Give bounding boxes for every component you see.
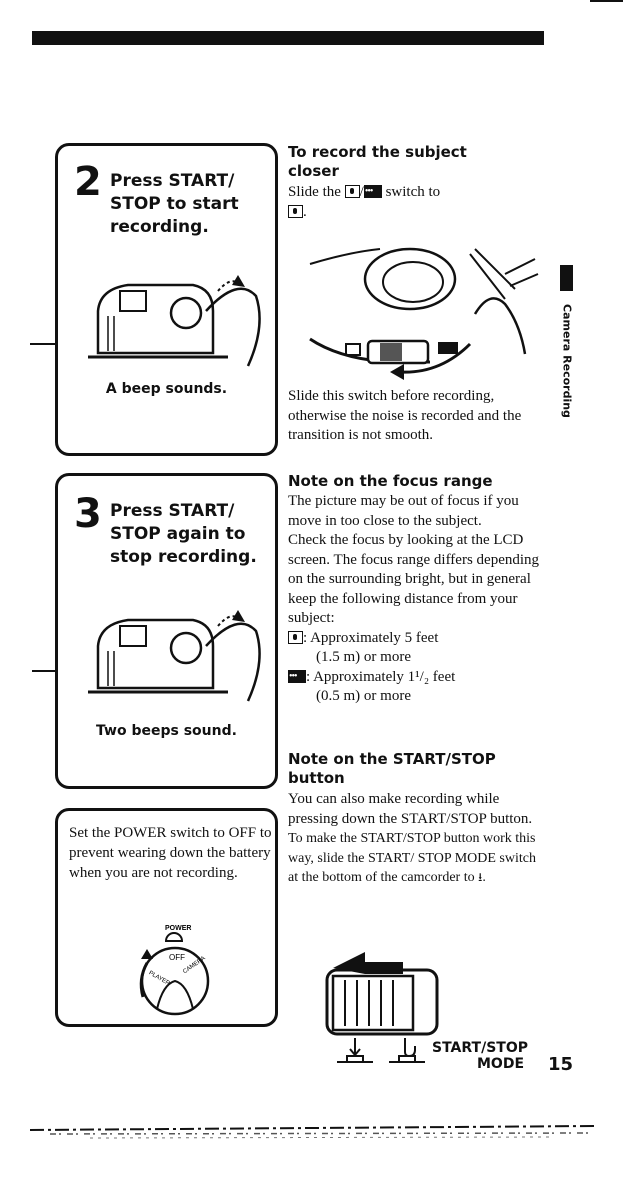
closeup-icon [288, 630, 303, 644]
focus-switch-illustration [309, 247, 539, 380]
focus-item2-b: (0.5 m) or more [316, 688, 411, 704]
closer-section: To record the subject closer Slide the /… [288, 143, 548, 222]
startstop-heading: Note on the START/STOP button [288, 750, 496, 787]
step-caption: A beep sounds. [105, 381, 228, 397]
closer-caption: Slide this switch before recording, othe… [288, 388, 522, 443]
step-number: 3 [74, 491, 102, 537]
closer-text-b: switch to [381, 184, 441, 200]
camcorder-press-illustration [88, 275, 261, 367]
power-note-text: Set the POWER switch to OFF to prevent w… [69, 825, 272, 881]
startstop-mode-switch-illustration [325, 952, 439, 1063]
closer-text-a: Slide the [288, 184, 345, 200]
focus-section: Note on the focus range The picture may … [288, 472, 548, 707]
camcorder-press-again-illustration [88, 610, 261, 702]
closer-heading: To record the subject closer [288, 143, 467, 180]
focus-p1: The picture may be out of focus if you m… [288, 493, 519, 529]
top-corner-rule [590, 0, 623, 2]
group-icon [288, 667, 306, 686]
step-title: Press START/ STOP again to stop recordin… [110, 501, 257, 567]
startstop-section: Note on the START/STOP button You can al… [288, 750, 548, 888]
step-2-box: 2 Press START/ STOP to start recording. … [55, 143, 278, 456]
step-3-box: 3 Press START/ STOP again to stop record… [55, 473, 278, 789]
startstop-p2: To make the START/STOP button work this … [288, 831, 536, 885]
closer-text-sep: / [359, 184, 364, 200]
focus-item-group: : Approximately 1¹/₂ feet (0.5 m) or mor… [288, 667, 548, 707]
closeup-icon [288, 204, 303, 218]
focus-item1-a: Approximately 5 feet [310, 629, 439, 646]
section-label: Camera Recording [558, 296, 575, 426]
page-number: 15 [548, 1054, 574, 1075]
section-label-text: Camera Recording [560, 304, 573, 418]
power-dial-illustration: POWER OFF PLAYER CAMERA [139, 925, 210, 1016]
power-note-box: Set the POWER switch to OFF to prevent w… [55, 808, 278, 1027]
dial-off-label: OFF [169, 953, 185, 962]
focus-item-closeup: : Approximately 5 feet (1.5 m) or more [288, 629, 548, 668]
focus-item2-a: Approximately 1¹/₂ feet [313, 668, 456, 685]
switch-label-mode: MODE [477, 1056, 525, 1072]
focus-heading: Note on the focus range [288, 472, 493, 490]
step-title: Press START/ STOP to start recording. [110, 171, 239, 237]
group-icon [363, 182, 382, 202]
page-bottom-edge [30, 1125, 595, 1139]
focus-p2: Check the focus by looking at the LCD sc… [288, 532, 540, 626]
focus-item1-b: (1.5 m) or more [316, 649, 411, 665]
switch-label-startstop: START/STOP [432, 1040, 528, 1056]
step-number: 2 [74, 159, 102, 205]
section-tab [560, 265, 573, 291]
closer-after-icon: . [303, 203, 307, 220]
closer-instruction: Slide the / switch to . [288, 182, 548, 222]
startstop-p2-wrap: To make the START/STOP button work this … [288, 829, 548, 888]
closeup-icon [344, 185, 360, 198]
step-caption: Two beeps sound. [96, 723, 237, 739]
connector-line [30, 343, 55, 345]
connector-line [32, 670, 55, 672]
header-bar [32, 31, 544, 45]
startstop-p2-end: . [482, 870, 486, 885]
dial-power-label: POWER [165, 925, 191, 932]
hold-mode-icon: ⭳ [478, 870, 483, 884]
startstop-p1: You can also make recording while pressi… [288, 791, 533, 827]
